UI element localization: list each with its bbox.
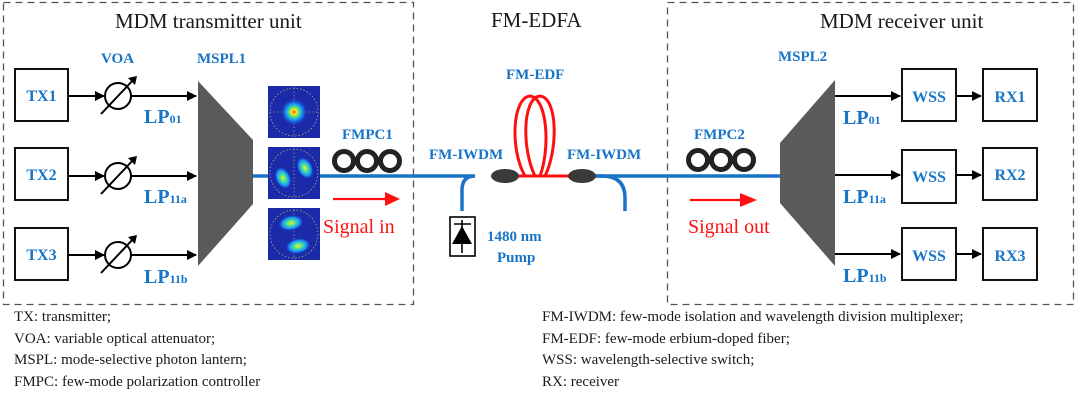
rx1-box xyxy=(982,68,1038,122)
wss1-label: WSS xyxy=(912,89,946,106)
pump-fiber xyxy=(460,174,476,211)
signal-out-label: Signal out xyxy=(688,216,770,238)
rx2-box xyxy=(982,147,1038,201)
rx3-label: RX3 xyxy=(994,248,1025,265)
fmpc1-label: FMPC1 xyxy=(342,127,393,143)
fm-iwdm-left-icon xyxy=(491,169,519,183)
mspl2-photonic-lantern xyxy=(780,80,835,266)
fm-iwdm-left-label: FM-IWDM xyxy=(429,147,503,163)
voa-label: VOA xyxy=(101,51,134,67)
legend-item: FM-IWDM: few-mode isolation and waveleng… xyxy=(542,309,964,325)
legend-item: FMPC: few-mode polarization controller xyxy=(14,373,261,390)
legend-item: TX: transmitter; xyxy=(14,309,112,325)
voa-icon xyxy=(100,156,137,195)
wss3-label: WSS xyxy=(912,248,946,265)
tx-channel-3: TX3 LP11b xyxy=(14,227,197,288)
fmpc2-polarization-controller-icon xyxy=(686,148,756,172)
rx-mode-label-1: LP01 xyxy=(843,107,881,129)
rx-mode-label-3: LP11b xyxy=(843,265,887,287)
fm-edf-label: FM-EDF xyxy=(506,67,564,83)
pump-wavelength-label: 1480 nm xyxy=(487,229,542,245)
legend-item: FM-EDF: few-mode erbium-doped fiber; xyxy=(542,330,790,347)
wss1-box xyxy=(901,68,957,122)
mode-profile-lp11b xyxy=(268,208,320,260)
fmpc1-polarization-controller-icon xyxy=(332,149,402,173)
residual-pump-fiber xyxy=(589,174,627,211)
legend-right: FM-IWDM: few-mode isolation and waveleng… xyxy=(542,307,964,393)
fmpc2-label: FMPC2 xyxy=(694,127,745,143)
mspl1-label: MSPL1 xyxy=(197,51,246,67)
tx3-label: TX3 xyxy=(26,247,56,264)
fm-iwdm-right-label: FM-IWDM xyxy=(567,147,641,163)
receiver-unit-title: MDM receiver unit xyxy=(820,9,983,33)
rx3-box xyxy=(982,227,1038,281)
amplifier-title: FM-EDFA xyxy=(491,8,582,32)
signal-in-label: Signal in xyxy=(323,216,395,238)
rx-channel-1: LP01 WSS RX1 xyxy=(835,68,1038,129)
mode-profile-lp01 xyxy=(268,86,320,138)
signal-out-arrow xyxy=(690,193,757,207)
legend-item: WSS: wavelength-selective switch; xyxy=(542,352,755,368)
wss3-box xyxy=(901,227,957,281)
legend-item: MSPL: mode-selective photon lantern; xyxy=(14,352,247,368)
fm-edf-coil-icon xyxy=(513,94,560,178)
tx-mode-label-3: LP11b xyxy=(144,266,188,288)
tx2-box xyxy=(14,147,69,201)
tx3-box xyxy=(14,227,69,281)
tx-mode-label-2: LP11a xyxy=(144,186,187,208)
rx2-label: RX2 xyxy=(994,167,1025,184)
fm-iwdm-right-icon xyxy=(568,169,596,183)
mspl2-label: MSPL2 xyxy=(778,49,827,65)
legend-item: RX: receiver xyxy=(542,373,620,390)
legend-left: TX: transmitter; VOA: variable optical a… xyxy=(14,307,260,393)
tx1-label: TX1 xyxy=(26,88,56,105)
rx-mode-label-2: LP11a xyxy=(843,186,886,208)
pump-laser-diode-icon xyxy=(449,216,476,257)
transmitter-unit-box xyxy=(2,1,415,306)
tx2-label: TX2 xyxy=(26,167,56,184)
wss2-label: WSS xyxy=(912,169,946,186)
mspl1-photonic-lantern xyxy=(198,81,253,266)
legend-item: VOA: variable optical attenuator; xyxy=(14,330,216,347)
rx1-label: RX1 xyxy=(994,89,1025,106)
pump-label: Pump xyxy=(497,250,535,266)
wss2-box xyxy=(901,149,957,204)
transmitter-unit-title: MDM transmitter unit xyxy=(115,9,302,33)
receiver-unit-box xyxy=(666,1,1075,306)
signal-in-arrow xyxy=(333,192,400,206)
rx-channel-3: LP11b WSS RX3 xyxy=(835,227,1038,287)
tx-channel-1: TX1 LP01 xyxy=(14,68,197,128)
rx-channel-2: LP11a WSS RX2 xyxy=(835,147,1038,208)
mode-profile-lp11a xyxy=(268,147,320,199)
tx-mode-label-1: LP01 xyxy=(144,106,182,128)
tx-channel-2: TX2 LP11a xyxy=(14,147,197,208)
